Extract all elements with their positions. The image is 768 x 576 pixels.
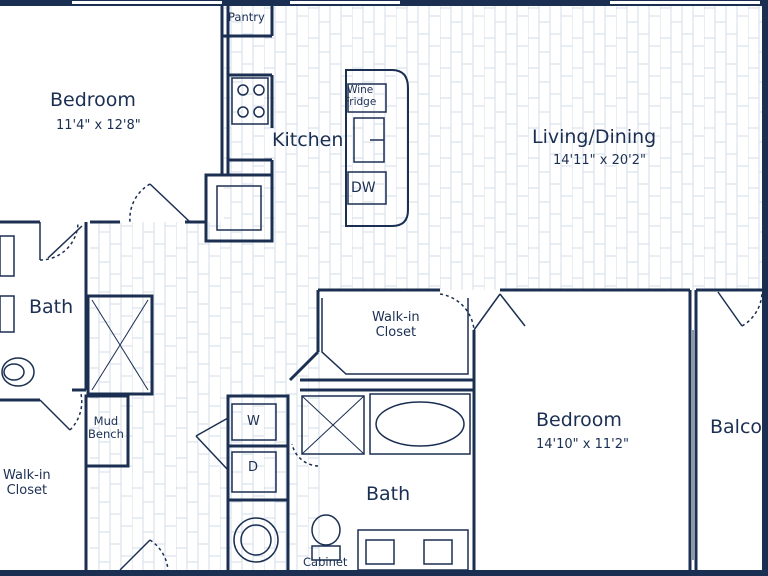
mud-bench-label: Mud Bench [88, 414, 124, 442]
plank-flooring [90, 0, 768, 576]
dishwasher-label: DW [351, 180, 376, 196]
bath2-fixtures [301, 393, 471, 571]
walk-in-closet-outline [321, 298, 469, 375]
washer-dryer-units [231, 403, 279, 563]
bath-2-label: Bath [366, 483, 411, 505]
door-swings [39, 183, 763, 571]
bath1-fixtures [0, 235, 149, 391]
pantry-label: Pantry [228, 10, 265, 24]
interior-walls [0, 6, 762, 574]
bedroom-2-dims: 14'10" x 11'2" [536, 437, 629, 452]
wine-fridge-label: Wine Fridge [344, 84, 377, 109]
range-stove [231, 77, 269, 125]
windows [72, 1, 760, 4]
balcony-label: Balcony [710, 416, 768, 438]
cabinet-label: Cabinet [303, 555, 348, 569]
living-dining-label: Living/Dining [532, 126, 657, 148]
bedroom-2-label: Bedroom [536, 409, 622, 431]
kitchen-label: Kitchen [272, 129, 344, 151]
walk-in-closet-1-label: Walk-in Closet [3, 468, 51, 498]
living-dining-dims: 14'11" x 20'2" [553, 153, 646, 168]
kitchen-island [345, 69, 409, 227]
washer-label: W [247, 414, 260, 429]
bedroom-1-label: Bedroom [50, 89, 136, 111]
bedroom-1-dims: 11'4" x 12'8" [56, 118, 141, 133]
walk-in-closet-2-label: Walk-in Closet [372, 310, 420, 340]
bath-1-label: Bath [29, 296, 74, 318]
refrigerator [216, 185, 262, 231]
dryer-label: D [248, 460, 259, 475]
